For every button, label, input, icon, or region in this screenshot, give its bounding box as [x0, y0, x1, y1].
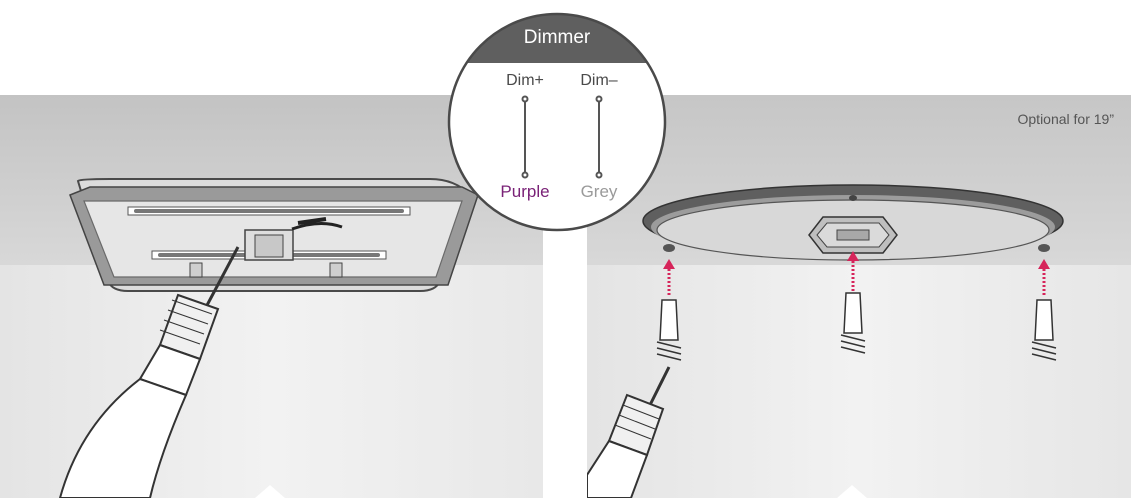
wall-plugs: [656, 292, 1057, 361]
purple-wire-label: Purple: [500, 182, 550, 201]
screwdriver: [58, 246, 240, 498]
vent-slots: [134, 209, 404, 213]
dim-minus-wire: [595, 95, 603, 179]
step-mount-panel: Optional for 19”: [587, 95, 1131, 498]
optional-note: Optional for 19”: [1017, 111, 1115, 127]
round-mounting-plate: [642, 184, 1064, 261]
step-connect-panel: [0, 95, 543, 498]
dim-plus-wire: [521, 95, 529, 179]
screwdriver: [587, 366, 671, 498]
dim-plus-label: Dim+: [506, 72, 544, 89]
dim-minus-label: Dim–: [580, 72, 618, 89]
mounting-arrows: [663, 251, 1050, 295]
connect-illustration: [0, 95, 543, 498]
dimmer-callout: Dimmer Dim+ Dim– Purple Grey: [446, 11, 668, 233]
rectangular-light-fixture: [69, 178, 479, 292]
mount-illustration: [587, 95, 1131, 498]
dimmer-title: Dimmer: [523, 27, 591, 48]
grey-wire-label: Grey: [580, 182, 618, 201]
dimmer-callout-shape: [447, 12, 667, 232]
